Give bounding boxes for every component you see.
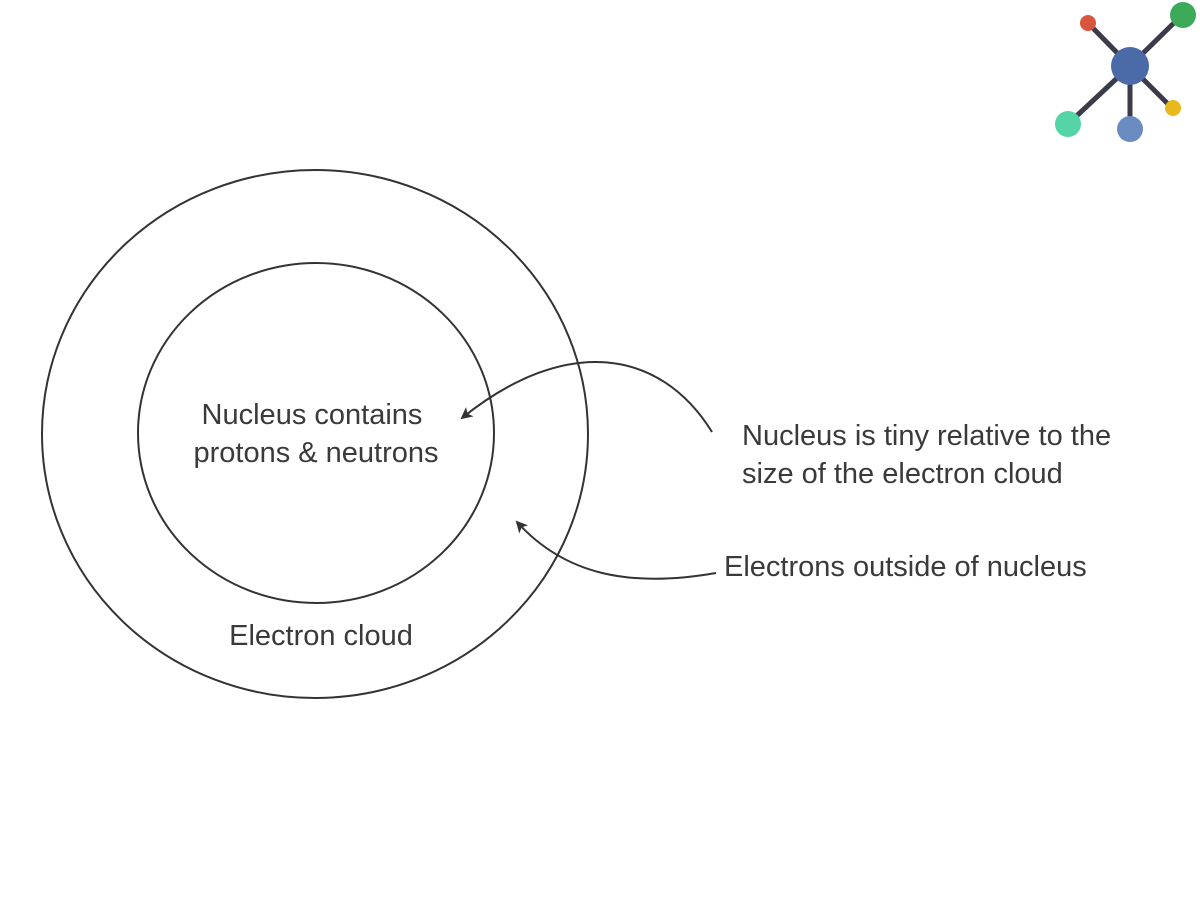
nucleus-label-line2: protons & neutrons	[193, 437, 438, 469]
logo-node-bottom-center-icon	[1117, 116, 1143, 142]
logo-node-center-icon	[1111, 47, 1149, 85]
annotation-electrons: Electrons outside of nucleus	[724, 551, 1087, 583]
nucleus-label: Nucleus contains protons & neutrons	[193, 399, 438, 469]
nucleus-label-line1: Nucleus contains	[202, 399, 423, 431]
annotation-size: Nucleus is tiny relative to the size of …	[742, 420, 1119, 490]
electron-cloud-label: Electron cloud	[229, 620, 413, 652]
annotation-size-line2: size of the electron cloud	[742, 458, 1063, 490]
molecule-network-logo	[1055, 2, 1196, 142]
logo-node-bottom-right-icon	[1165, 100, 1181, 116]
annotation-size-line1: Nucleus is tiny relative to the	[742, 420, 1111, 452]
arrow-to-nucleus	[460, 361, 713, 433]
arrow-to-electrons	[515, 520, 717, 580]
nucleus-circle	[137, 262, 495, 604]
logo-node-top-right-icon	[1170, 2, 1196, 28]
logo-node-top-left-icon	[1080, 15, 1096, 31]
logo-node-bottom-left-icon	[1055, 111, 1081, 137]
electron-cloud-circle	[41, 169, 589, 699]
